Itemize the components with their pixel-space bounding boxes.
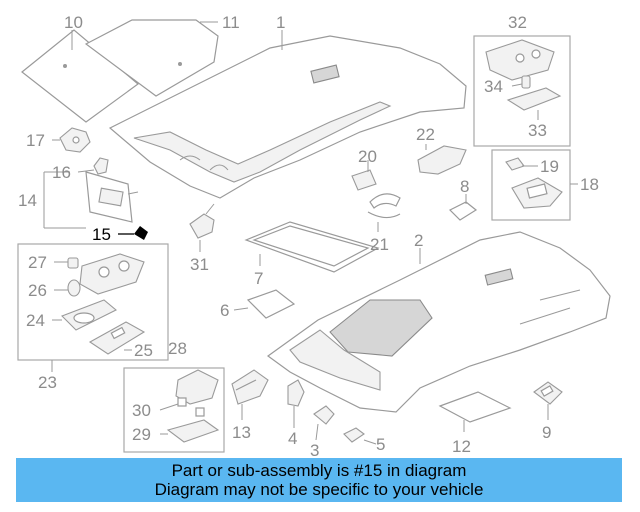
part-14-sun-visor bbox=[85, 171, 139, 223]
part-11-mat bbox=[84, 19, 219, 97]
label-12: 12 bbox=[452, 437, 471, 456]
label-8: 8 bbox=[460, 177, 469, 196]
leader-30 bbox=[159, 403, 179, 411]
part-5-clip bbox=[343, 427, 365, 443]
label-1: 1 bbox=[276, 13, 285, 32]
part-16-clip bbox=[93, 157, 109, 175]
part-13-bracket bbox=[231, 369, 269, 405]
part-7-sunroof-seal bbox=[244, 221, 380, 273]
label-20: 20 bbox=[358, 147, 377, 166]
part-33-lens bbox=[506, 87, 562, 111]
part-10-mat bbox=[21, 29, 139, 123]
frame-32 bbox=[473, 35, 571, 147]
label-13: 13 bbox=[232, 423, 251, 442]
label-19: 19 bbox=[540, 157, 559, 176]
label-18: 18 bbox=[580, 175, 599, 194]
part-20-handle-cover bbox=[351, 169, 377, 191]
part-29-lens bbox=[166, 419, 220, 443]
part-4-clip bbox=[287, 379, 305, 407]
label-9: 9 bbox=[542, 423, 551, 442]
part-27-cap bbox=[67, 257, 79, 269]
part-34-button bbox=[521, 75, 531, 89]
leader-16 bbox=[77, 169, 95, 173]
part-15-clip bbox=[134, 226, 148, 240]
label-29: 29 bbox=[132, 425, 151, 444]
part-26-button bbox=[67, 279, 81, 297]
part-17-bracket bbox=[59, 127, 91, 153]
label-2: 2 bbox=[414, 231, 423, 250]
label-14: 14 bbox=[18, 191, 37, 210]
label-5: 5 bbox=[376, 435, 385, 454]
label-34: 34 bbox=[484, 77, 503, 96]
label-32: 32 bbox=[508, 13, 527, 32]
label-22: 22 bbox=[416, 125, 435, 144]
part-22-bracket bbox=[417, 145, 467, 175]
label-11: 11 bbox=[222, 13, 240, 32]
label-30: 30 bbox=[132, 401, 151, 420]
label-16: 16 bbox=[52, 163, 71, 182]
leader-34 bbox=[511, 83, 523, 87]
part-1-headliner bbox=[108, 35, 467, 199]
label-6: 6 bbox=[220, 301, 229, 320]
part-18-lamp bbox=[511, 177, 563, 209]
part-31-lamp bbox=[189, 203, 215, 239]
label-25: 25 bbox=[134, 341, 153, 360]
part-30-clips bbox=[177, 397, 205, 417]
label-27: 27 bbox=[28, 253, 47, 272]
label-3: 3 bbox=[310, 441, 319, 460]
part-6-pad bbox=[246, 289, 296, 319]
leader-5 bbox=[363, 439, 377, 445]
part-19-bulb bbox=[505, 157, 525, 171]
part-2-headliner bbox=[266, 231, 611, 413]
frame-28 bbox=[123, 367, 225, 453]
leader-6 bbox=[233, 307, 249, 311]
leader-14 bbox=[43, 171, 86, 229]
part-24-lens bbox=[61, 299, 117, 331]
banner-line-1: Part or sub-assembly is #15 in diagram bbox=[171, 461, 467, 480]
leader-3 bbox=[315, 423, 319, 441]
banner-line-2: Diagram may not be specific to your vehi… bbox=[154, 480, 484, 499]
label-17: 17 bbox=[26, 131, 45, 150]
frame-23 bbox=[17, 243, 169, 361]
label-26: 26 bbox=[28, 281, 47, 300]
label-28: 28 bbox=[168, 339, 187, 358]
part-25-panel bbox=[88, 321, 146, 355]
label-4: 4 bbox=[288, 429, 297, 448]
part-12-mat bbox=[438, 391, 512, 423]
label-21: 21 bbox=[370, 235, 389, 254]
part-28-console bbox=[175, 369, 219, 405]
label-10: 10 bbox=[64, 13, 83, 32]
frame-18 bbox=[491, 149, 571, 221]
info-banner: Part or sub-assembly is #15 in diagram D… bbox=[16, 458, 622, 502]
label-7: 7 bbox=[254, 269, 263, 288]
label-31: 31 bbox=[190, 255, 209, 274]
label-24: 24 bbox=[26, 311, 45, 330]
part-8-pad bbox=[448, 201, 478, 221]
part-32-console bbox=[485, 39, 555, 81]
label-15: 15 bbox=[92, 225, 111, 244]
part-9-lamp bbox=[533, 381, 563, 405]
part-console-upper bbox=[79, 253, 145, 295]
label-23: 23 bbox=[38, 373, 57, 392]
label-33: 33 bbox=[528, 121, 547, 140]
part-3-clip bbox=[313, 405, 335, 425]
part-21-grab-handle bbox=[367, 193, 401, 219]
